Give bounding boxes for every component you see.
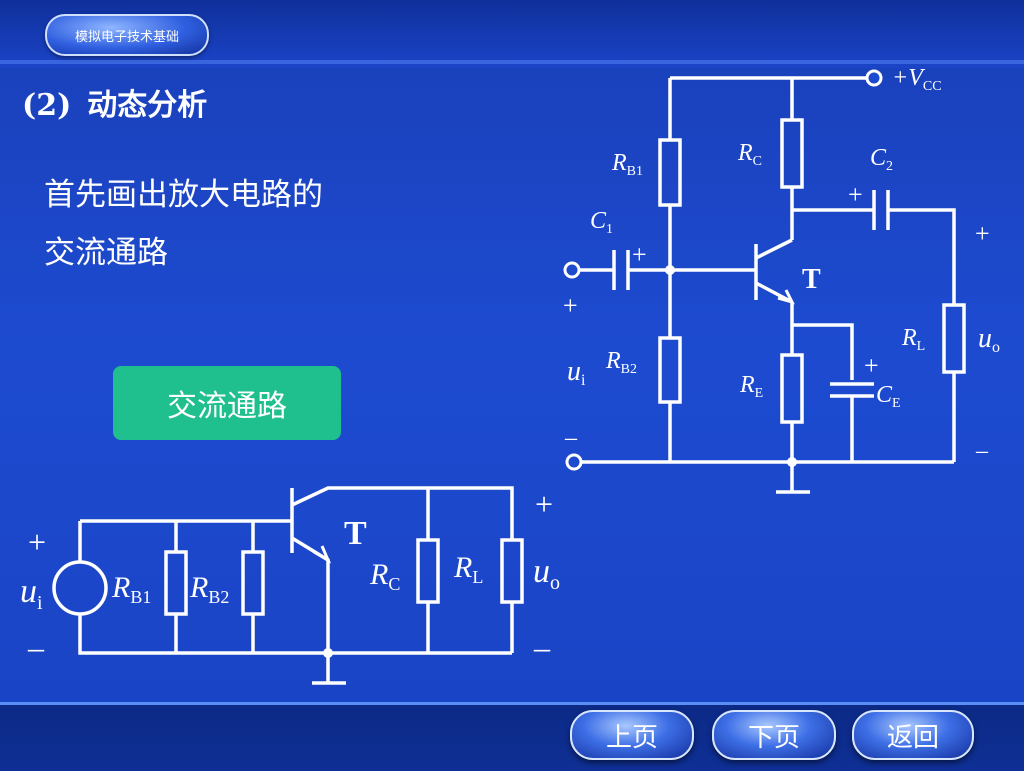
- prev-page-button[interactable]: 上页: [570, 710, 694, 760]
- bottom-transistor-label: T: [344, 515, 367, 552]
- top-circuit-terminals: [563, 69, 883, 471]
- c2-label: C2: [870, 145, 893, 174]
- ce-plus: +: [864, 351, 879, 380]
- ac-path-button[interactable]: 交流通路: [113, 366, 341, 440]
- top-divider: [0, 60, 1024, 64]
- vcc-label: +VCC: [892, 65, 942, 94]
- re-label: RE: [739, 372, 763, 401]
- section-heading: (2) 动态分析: [22, 80, 207, 124]
- rb2-label-bottom: RB2: [189, 571, 229, 607]
- ui-minus-bottom: –: [27, 629, 45, 665]
- back-button[interactable]: 返回: [852, 710, 974, 760]
- rl-label-top: RL: [901, 325, 925, 354]
- bottom-circuit-resistors: [164, 538, 524, 616]
- uo-plus-top: +: [975, 219, 990, 248]
- next-page-button[interactable]: 下页: [712, 710, 836, 760]
- ui-plus-top: +: [563, 291, 578, 320]
- ac-source-icon: [52, 560, 108, 616]
- c1-plus: +: [632, 240, 647, 269]
- top-circuit-resistors: [658, 118, 966, 424]
- uo-minus-top: –: [975, 438, 989, 464]
- rl-label-bottom: RL: [453, 551, 483, 587]
- rb1-label: RB1: [611, 150, 643, 179]
- rb2-label-top: RB2: [605, 348, 637, 377]
- ui-plus-bottom: +: [28, 524, 46, 560]
- ui-label-top: ui: [567, 356, 586, 389]
- uo-label-top: uo: [978, 323, 1000, 356]
- ce-label: CE: [876, 382, 901, 411]
- ui-minus-top: –: [564, 425, 578, 451]
- rc-label-bottom: RC: [369, 558, 400, 594]
- top-circuit-nodes: [665, 265, 797, 467]
- course-title: 模拟电子技术基础: [74, 29, 179, 45]
- uo-minus-bottom: –: [533, 629, 551, 665]
- c1-label: C1: [590, 208, 613, 237]
- course-logo-badge: 模拟电子技术基础: [45, 14, 209, 56]
- bottom-circuit-wires: [78, 486, 514, 685]
- bottom-transistor-emitter-arrow: [313, 545, 332, 564]
- c2-plus: +: [848, 180, 863, 209]
- rb1-label-bottom: RB1: [111, 571, 151, 607]
- section-number: (2): [22, 88, 72, 123]
- bottom-ground-node: [323, 648, 333, 658]
- uo-label-bottom: uo: [533, 553, 560, 594]
- top-circuit-wires: [578, 76, 956, 494]
- rc-label: RC: [737, 140, 762, 169]
- section-title: 动态分析: [87, 88, 208, 123]
- top-transistor-label: T: [802, 264, 821, 295]
- ui-label-bottom: ui: [20, 573, 43, 614]
- uo-plus-bottom: +: [535, 486, 553, 522]
- top-transistor-emitter-arrow: [777, 289, 795, 305]
- intro-text: 首先画出放大电路的交流通路: [44, 177, 323, 271]
